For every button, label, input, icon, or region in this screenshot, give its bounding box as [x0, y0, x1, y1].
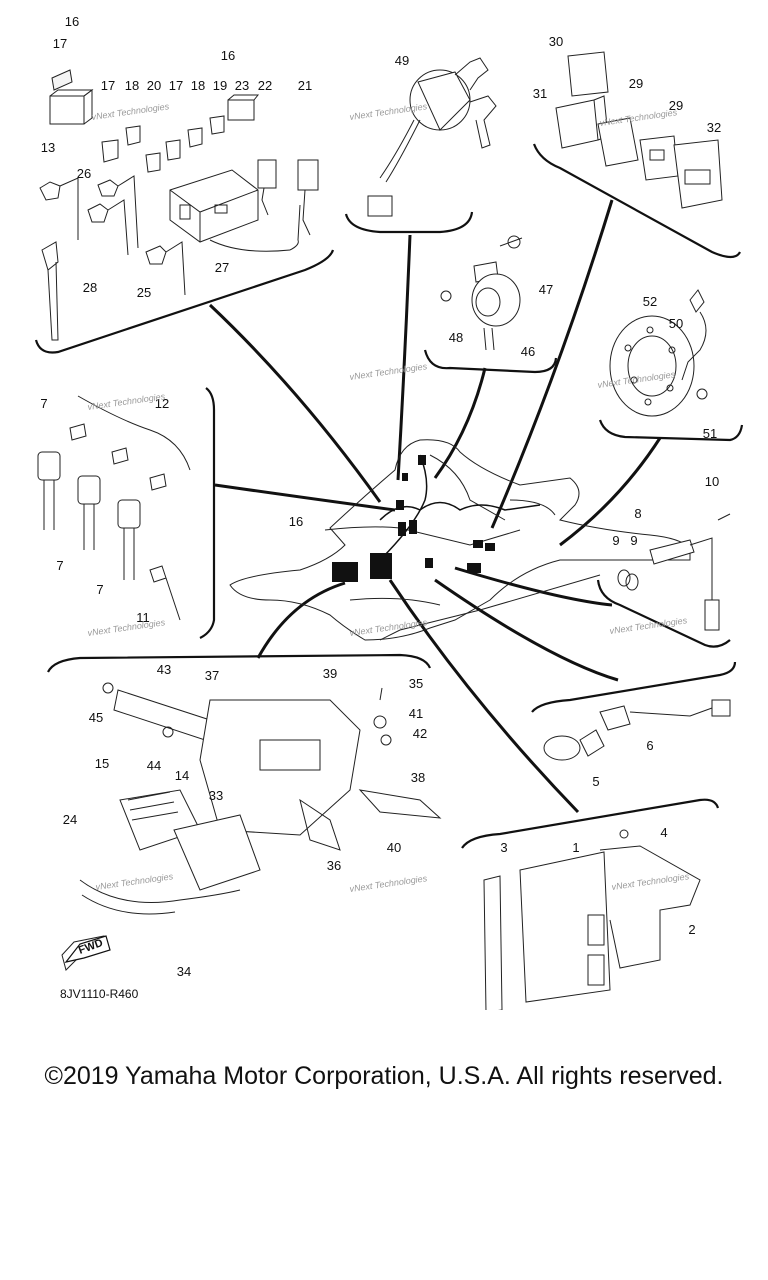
watermark-text: vNext Technologies — [349, 361, 428, 382]
callout-label: 16 — [65, 14, 79, 29]
callout-label: 8 — [634, 506, 641, 521]
callout-label: 33 — [209, 788, 223, 803]
callout-label: 44 — [147, 758, 161, 773]
callout-label: 50 — [669, 316, 683, 331]
diagram-code: 8JV1110-R460 — [60, 987, 139, 1001]
copyright-notice: ©2019 Yamaha Motor Corporation, U.S.A. A… — [44, 1062, 724, 1090]
watermark-text: vNext Technologies — [91, 101, 170, 122]
callout-label: 12 — [155, 396, 169, 411]
callout-label: 11 — [136, 610, 150, 625]
callout-label: 40 — [387, 840, 401, 855]
callout-label: 19 — [213, 78, 227, 93]
callout-label: 13 — [41, 140, 55, 155]
callout-label: 42 — [413, 726, 427, 741]
callout-label: 14 — [175, 768, 189, 783]
watermark-text: vNext Technologies — [599, 107, 678, 128]
callout-label: 48 — [449, 330, 463, 345]
callout-label: 36 — [327, 858, 341, 873]
callout-label: 32 — [707, 120, 721, 135]
callout-label: 4 — [660, 825, 667, 840]
callout-label: 16 — [289, 514, 303, 529]
watermark-text: vNext Technologies — [611, 871, 690, 892]
callout-label: 3 — [500, 840, 507, 855]
callout-label: 49 — [395, 53, 409, 68]
parts-diagram: 16 17 16 17 18 20 17 18 19 23 22 21 13 2… — [34, 14, 744, 1010]
watermark-text: vNext Technologies — [87, 617, 166, 638]
callout-label: 43 — [157, 662, 171, 677]
relay-assembly — [555, 51, 723, 209]
callout-label: 9 — [612, 533, 619, 548]
callout-label: 17 — [53, 36, 67, 51]
watermark-text: vNext Technologies — [349, 617, 428, 638]
callout-label: 9 — [630, 533, 637, 548]
callout-label: 7 — [56, 558, 63, 573]
callout-label: 23 — [235, 78, 249, 93]
callout-label: 52 — [643, 294, 657, 309]
fuse-box-assembly — [39, 69, 319, 341]
central-harness — [332, 454, 541, 582]
callout-label: 30 — [549, 34, 563, 49]
callout-label: 47 — [539, 282, 553, 297]
callout-label: 34 — [177, 964, 191, 979]
watermark-text: vNext Technologies — [95, 871, 174, 892]
callout-label: 25 — [137, 285, 151, 300]
callout-label: 15 — [95, 756, 109, 771]
callout-label: 38 — [411, 770, 425, 785]
temp-sensor-assembly — [617, 513, 731, 631]
callout-label: 29 — [629, 76, 643, 91]
snowmobile-chassis — [229, 439, 691, 641]
ignition-coil-assembly — [37, 395, 191, 621]
callout-label: 22 — [258, 78, 272, 93]
callout-label: 6 — [646, 738, 653, 753]
regulator-bracket-assembly — [61, 682, 442, 971]
callout-label: 41 — [409, 706, 423, 721]
callout-label: 26 — [77, 166, 91, 181]
callout-label: 20 — [147, 78, 161, 93]
callout-label: 17 — [101, 78, 115, 93]
callout-label: 18 — [125, 78, 139, 93]
callout-labels: 16 17 16 17 18 20 17 18 19 23 22 21 13 2… — [40, 14, 721, 979]
pressure-switch-assembly — [543, 699, 731, 761]
callout-label: 24 — [63, 812, 77, 827]
callout-label: 10 — [705, 474, 719, 489]
ecu-assembly — [483, 829, 701, 1010]
callout-label: 2 — [688, 922, 695, 937]
group-outlines — [34, 143, 744, 849]
callout-label: 17 — [169, 78, 183, 93]
callout-label: 37 — [205, 668, 219, 683]
callout-label: 35 — [409, 676, 423, 691]
callout-label: 18 — [191, 78, 205, 93]
callout-label: 45 — [89, 710, 103, 725]
callout-label: 27 — [215, 260, 229, 275]
callout-label: 5 — [592, 774, 599, 789]
callout-label: 1 — [572, 840, 579, 855]
callout-label: 16 — [221, 48, 235, 63]
callout-label: 51 — [703, 426, 717, 441]
callout-label: 39 — [323, 666, 337, 681]
callout-label: 31 — [533, 86, 547, 101]
horn-assembly — [440, 235, 523, 351]
callout-label: 29 — [669, 98, 683, 113]
callout-label: 7 — [96, 582, 103, 597]
watermark-text: vNext Technologies — [349, 873, 428, 894]
callout-label: 21 — [298, 78, 312, 93]
callout-label: 46 — [521, 344, 535, 359]
leader-lines — [208, 199, 662, 814]
callout-label: 7 — [40, 396, 47, 411]
main-switch-assembly — [367, 57, 497, 217]
callout-label: 28 — [83, 280, 97, 295]
sensor-disk-assembly — [609, 289, 708, 417]
